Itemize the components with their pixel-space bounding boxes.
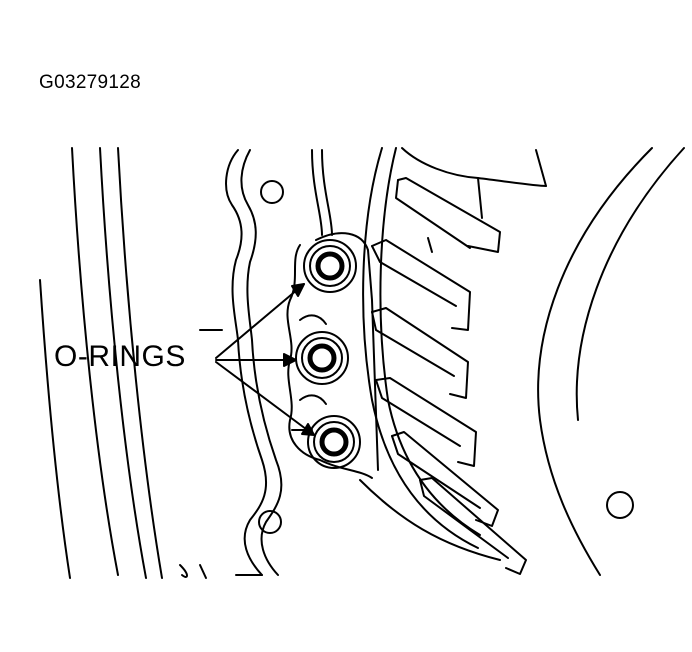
o-rings-callout-label: O-RINGS	[54, 340, 186, 373]
flange-outline	[225, 149, 333, 576]
housing-arc-right	[537, 147, 685, 576]
callout-arrows	[215, 283, 315, 436]
gear-body	[359, 147, 501, 561]
bolt-holes	[258, 180, 634, 534]
detail-strokes	[199, 329, 263, 579]
gear-hub-top	[401, 147, 547, 219]
o-ring-lower	[307, 415, 361, 469]
bolt-hole-lower-left	[258, 510, 282, 534]
bolt-hole-right	[606, 491, 634, 519]
gear-teeth	[371, 177, 527, 575]
o-ring-middle	[295, 331, 349, 385]
bolt-hole-upper-left	[260, 180, 284, 204]
passage-plate	[286, 232, 379, 479]
o-ring-upper	[303, 239, 357, 293]
figure-id-label: G03279128	[39, 72, 142, 93]
case-outline-lines	[39, 147, 188, 579]
